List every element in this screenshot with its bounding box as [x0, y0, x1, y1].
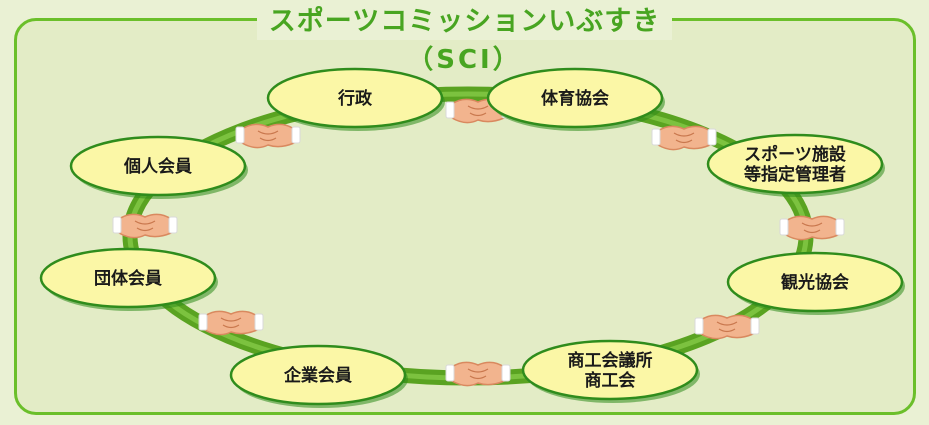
member-node-ellipse	[39, 247, 217, 309]
handshake-icon	[235, 123, 301, 149]
handshake-icon	[694, 314, 760, 340]
member-node: 観光協会	[726, 251, 905, 315]
member-node-ellipse	[706, 133, 884, 195]
title-abbreviation: （SCI）	[407, 45, 522, 75]
member-node: 団体会員	[39, 247, 218, 311]
member-node: 企業会員	[229, 344, 408, 408]
handshake-icon	[112, 213, 178, 239]
member-label: 商工会	[585, 370, 636, 391]
handshake-icon	[198, 310, 264, 336]
handshake-icon	[651, 125, 717, 151]
member-node: 個人会員	[69, 135, 248, 199]
member-node-ellipse	[229, 344, 407, 406]
member-node-ellipse	[726, 251, 904, 313]
title-main: スポーツコミッションいぶすき	[256, 4, 673, 40]
member-label: 企業会員	[283, 365, 352, 386]
member-label: 体育協会	[541, 88, 609, 109]
member-label: 行政	[337, 88, 373, 109]
member-node-ellipse	[69, 135, 247, 197]
handshake-icon	[779, 215, 845, 241]
member-node: 体育協会	[486, 67, 665, 131]
member-node-ellipse	[521, 339, 699, 401]
member-label: スポーツ施設	[744, 144, 847, 165]
member-node-ellipse	[266, 67, 444, 129]
member-node: 行政	[266, 67, 445, 131]
member-label: 個人会員	[123, 156, 192, 177]
diagram-title: スポーツコミッションいぶすき	[0, 0, 929, 40]
member-node-ellipse	[486, 67, 664, 129]
member-label: 等指定管理者	[744, 164, 846, 185]
handshake-icon	[445, 361, 511, 387]
member-label: 団体会員	[94, 268, 162, 289]
member-label: 商工会議所	[568, 350, 653, 371]
member-label: 観光協会	[781, 272, 849, 293]
